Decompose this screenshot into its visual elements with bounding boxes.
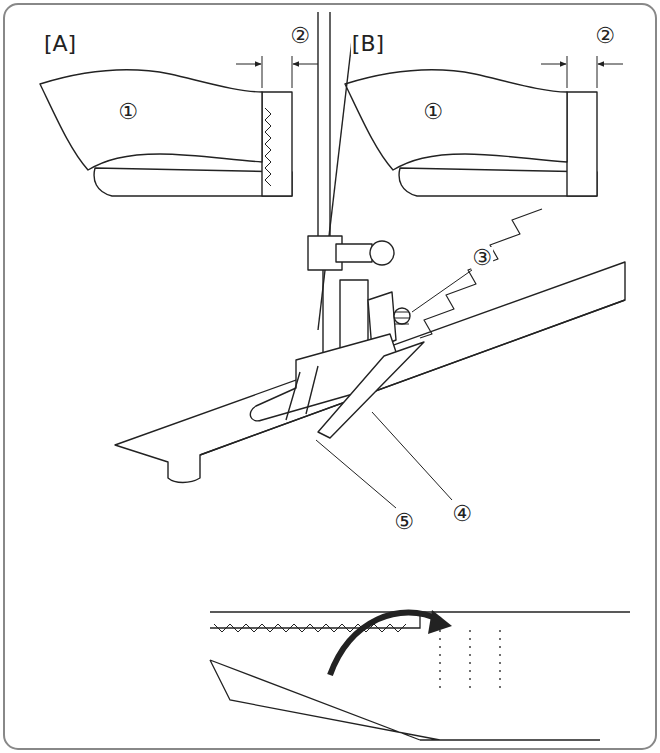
callout-number: ② <box>594 25 616 47</box>
presser-foot <box>250 12 424 438</box>
dimension-a <box>236 56 318 88</box>
unfolded-fabric <box>210 610 630 740</box>
callout-number: ⑤ <box>393 511 415 533</box>
callout-number: ② <box>289 25 311 47</box>
leader-lines <box>316 270 472 508</box>
figure-label: [B] <box>351 33 385 55</box>
fabric-a <box>40 70 292 196</box>
callout-number: ③ <box>471 247 493 269</box>
callout-number: ① <box>422 101 444 123</box>
callout-number: ① <box>117 101 139 123</box>
frame <box>4 4 656 749</box>
callout-number: ④ <box>451 503 473 525</box>
dimension-b <box>541 56 623 88</box>
fabric-b <box>345 70 597 196</box>
fabric-main <box>115 209 625 483</box>
figure-label: [A] <box>43 33 77 55</box>
